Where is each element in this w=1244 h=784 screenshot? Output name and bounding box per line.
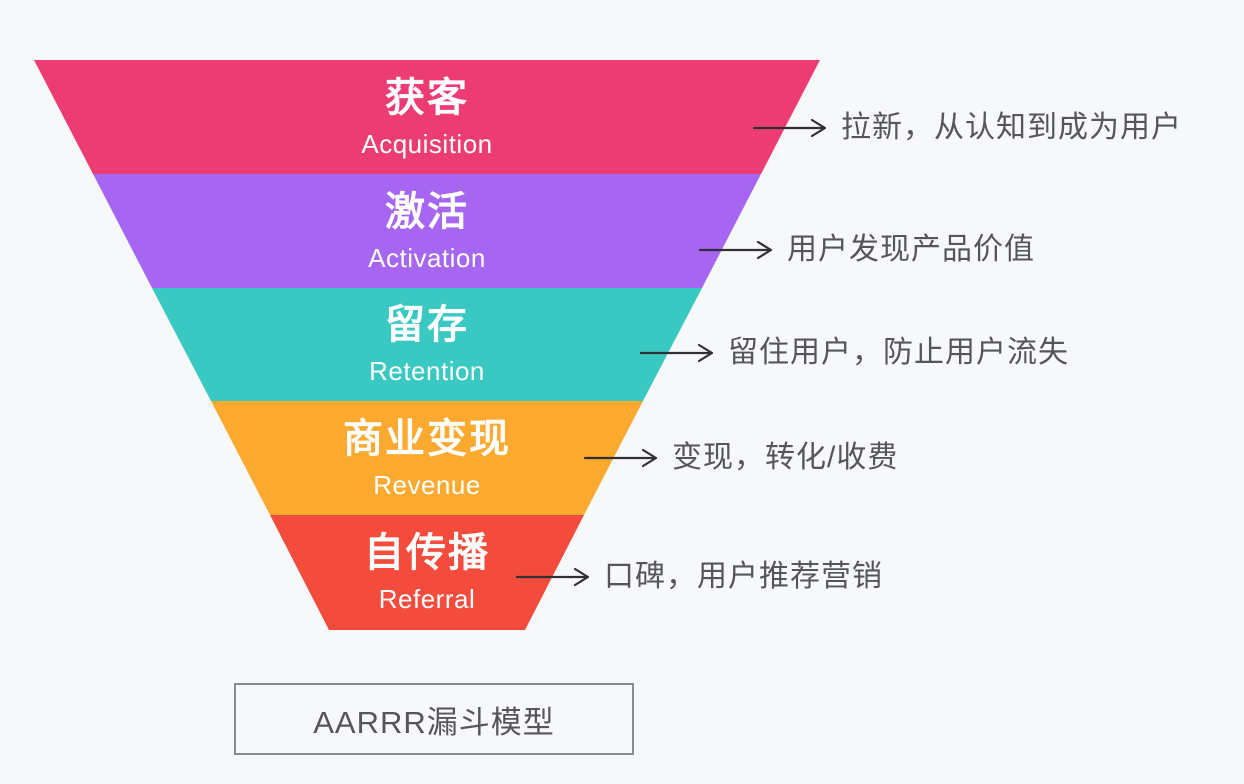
stage-label-zh: 获客: [385, 75, 469, 120]
arrow-right-icon: [640, 343, 714, 363]
funnel-stage-activation: 激活 Activation: [93, 174, 761, 288]
funnel-stage-retention: 留存 Retention: [152, 288, 702, 401]
funnel-stage-referral: 自传播 Referral: [270, 515, 584, 630]
annotation-text: 留住用户，防止用户流失: [728, 336, 1069, 369]
annotation-referral: 口碑，用户推荐营销: [516, 555, 883, 599]
annotation-text: 变现，转化/收费: [672, 441, 899, 474]
caption-label: AARRR漏斗模型: [313, 704, 555, 740]
annotation-acquisition: 拉新，从认知到成为用户: [753, 106, 1182, 150]
annotation-revenue: 变现，转化/收费: [584, 436, 898, 480]
stage-label-zh: 激活: [385, 189, 469, 234]
stage-label-en: Activation: [368, 242, 486, 273]
funnel-stage-acquisition: 获客 Acquisition: [34, 60, 820, 174]
stage-label-zh: 留存: [385, 303, 469, 348]
stage-label-en: Referral: [378, 584, 476, 615]
annotation-text: 拉新，从认知到成为用户: [841, 111, 1182, 144]
arrow-right-icon: [699, 240, 773, 260]
stage-label-en: Revenue: [373, 469, 481, 500]
arrow-right-icon: [516, 567, 590, 587]
stage-label-zh: 商业变现: [343, 416, 511, 461]
funnel-stage-revenue: 商业变现 Revenue: [211, 401, 643, 515]
arrow-right-icon: [584, 448, 658, 468]
stage-label-en: Acquisition: [361, 128, 493, 159]
stage-label-zh: 自传播: [364, 531, 490, 576]
annotation-retention: 留住用户，防止用户流失: [640, 331, 1069, 375]
arrow-right-icon: [753, 118, 827, 138]
annotation-text: 用户发现产品价值: [787, 233, 1035, 266]
annotation-activation: 用户发现产品价值: [699, 228, 1035, 272]
stage-label-en: Retention: [369, 356, 485, 387]
annotation-text: 口碑，用户推荐营销: [604, 560, 883, 593]
caption-box: AARRR漏斗模型: [234, 683, 634, 755]
